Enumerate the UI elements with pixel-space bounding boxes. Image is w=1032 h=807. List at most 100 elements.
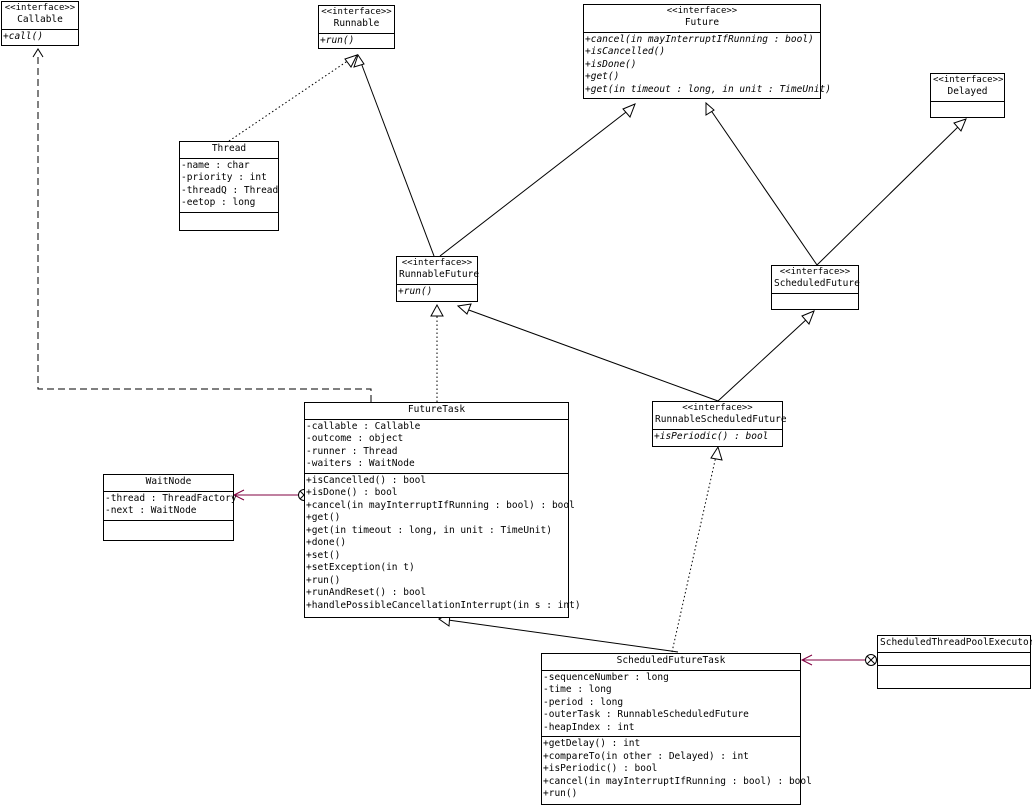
triangle-head-thread-runnable [344,54,358,68]
method-row: +run() [320,34,355,46]
attribute-row: -heapIndex : int [543,721,635,733]
generalization-runnablefuture-future [439,108,631,257]
triangle-head-runnablefuture-future [622,103,636,118]
class-name: Runnable [333,18,380,29]
triangle-head-runnablescheduledfuture-scheduledfuture [801,310,815,325]
generalization-scheduledfuturetask-futuretask [447,619,679,653]
method-row: +isDone() [585,58,637,70]
method-row: +get() [306,512,341,523]
methods-compartment: +run() [397,283,477,301]
attribute-row: -next : WaitNode [105,505,197,516]
method-row: +cancel(in mayInterruptIfRunning : bool) [585,33,814,45]
method-row: +isCancelled() : bool [306,474,427,486]
class-name: ScheduledFutureTask [616,655,726,666]
method-row: +run() [306,574,341,586]
method-row: +setException(in t) [306,562,415,573]
attribute-row: -outcome : object [306,433,404,444]
methods-compartment: +run() [319,32,394,50]
triangle-head-runnablefuture-runnable [353,53,365,68]
methods-compartment: +isPeriodic() : bool [653,428,782,446]
dependency-arrowhead [32,48,44,58]
triangle-head-scheduledfuture-future [705,101,715,116]
association-arrowhead-waitnode [232,489,245,501]
method-row: +isCancelled() [585,46,666,57]
stereotype-label: <<interface>> [4,3,76,13]
attributes-compartment: -name : char -priority : int -threadQ : … [180,157,279,212]
method-row: +call() [3,30,44,42]
attributes-compartment: -thread : ThreadFactory -next : WaitNode [104,490,237,520]
method-row: +isDone() : bool [306,487,398,498]
generalization-runnablescheduledfuture-scheduledfuture [717,317,809,402]
attribute-row: -sequenceNumber : long [543,671,669,683]
generalization-scheduledfuture-delayed [816,124,961,266]
stereotype-label: <<interface>> [933,75,1004,85]
class-scheduled-future[interactable]: <<interface>> ScheduledFuture [771,265,860,310]
class-runnable[interactable]: <<interface>> Runnable +run() [318,5,395,49]
class-future-task[interactable]: FutureTask -callable : Callable -outcome… [304,402,581,618]
method-row: +get(in timeout : long, in unit : TimeUn… [585,83,831,95]
method-row: +runAndReset() : bool [306,587,427,598]
attribute-row: -waiters : WaitNode [306,458,415,469]
class-scheduled-future-task[interactable]: ScheduledFutureTask -sequenceNumber : lo… [541,653,812,805]
triangle-head-futuretask-runnablefuture [430,303,444,317]
dependency-futuretask-callable [37,55,372,402]
attributes-compartment: -sequenceNumber : long -time : long -per… [542,669,800,737]
class-name: Callable [17,14,63,25]
generalization-runnablefuture-runnable [359,59,435,257]
method-row: +get(in timeout : long, in unit : TimeUn… [306,524,552,536]
empty-compartment [878,651,1030,665]
generalization-scheduledfuture-future [709,108,818,266]
method-row: +run() [398,285,433,297]
class-name: WaitNode [145,476,192,487]
class-name: Future [684,17,720,28]
method-row: +getDelay() : int [543,738,641,749]
methods-compartment: +isCancelled() : bool +isDone() : bool +… [305,472,581,615]
attribute-row: -threadQ : Thread [181,184,279,196]
method-row: +isPeriodic() : bool [654,430,769,442]
method-row: +compareTo(in other : Delayed) : int [543,750,749,762]
attribute-row: -eetop : long [181,197,256,208]
class-runnable-scheduled-future[interactable]: <<interface>> RunnableScheduledFuture +i… [652,401,787,447]
class-name: Delayed [947,86,988,97]
stereotype-label: <<interface>> [666,6,738,16]
method-row: +run() [543,788,578,799]
method-row: +handlePossibleCancellationInterrupt(in … [306,599,581,611]
methods-compartment: +call() [2,28,78,46]
class-delayed[interactable]: <<interface>> Delayed [930,73,1005,118]
class-scheduled-thread-pool-executor[interactable]: ScheduledThreadPoolExecutor [877,635,1032,689]
method-row: +done() [306,537,347,548]
generalization-runnablescheduledfuture-runnablefuture [465,308,719,402]
stereotype-label: <<interface>> [682,403,753,413]
stereotype-label: <<interface>> [779,267,851,277]
class-wait-node[interactable]: WaitNode -thread : ThreadFactory -next :… [103,474,237,541]
class-runnable-future[interactable]: <<interface>> RunnableFuture +run() [396,256,479,302]
class-callable[interactable]: <<interface>> Callable +call() [1,1,79,46]
stereotype-label: <<interface>> [401,258,473,268]
class-thread[interactable]: Thread -name : char -priority : int -thr… [179,141,279,231]
attribute-row: -time : long [543,684,612,695]
attribute-row: -priority : int [181,172,267,183]
attributes-compartment: -callable : Callable -outcome : object -… [305,418,568,473]
attribute-row: -name : char [181,159,250,171]
method-row: +cancel(in mayInterruptIfRunning : bool)… [306,499,575,511]
class-name: RunnableScheduledFuture [655,414,787,425]
attribute-row: -thread : ThreadFactory [105,492,237,504]
triangle-head-runnablescheduledfuture-runnablefuture [456,303,472,315]
empty-compartment [104,519,233,533]
methods-compartment: +getDelay() : int +compareTo(in other : … [542,736,812,803]
realization-scheduledfuturetask-runnablescheduledfuture [671,455,717,653]
class-future[interactable]: <<interface>> Future +cancel(in mayInter… [583,4,831,99]
class-name: Thread [211,143,247,154]
attribute-row: -runner : Thread [306,445,398,457]
empty-compartment [878,664,1030,678]
triangle-head-scheduledfuturetask-runnablescheduledfuture [710,445,723,461]
triangle-head-scheduledfuture-delayed [953,118,967,132]
stereotype-label: <<interface>> [321,7,392,17]
empty-compartment [180,211,278,225]
association-arrowhead-scheduledfuturetask [800,654,813,666]
class-name: ScheduledThreadPoolExecutor [880,637,1032,648]
empty-compartment [772,292,858,306]
class-name: FutureTask [407,404,466,415]
realization-thread-runnable [228,59,350,142]
